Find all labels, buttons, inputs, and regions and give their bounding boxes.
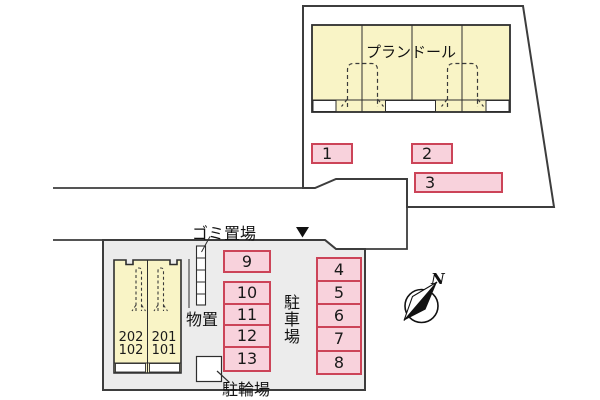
parking-spot-5: 5	[316, 280, 362, 305]
parking-spot-2: 2	[411, 143, 453, 164]
compass-north-icon	[403, 281, 439, 324]
stairs-dashed-outline	[131, 267, 168, 312]
unit-101: 101	[151, 343, 177, 358]
parking-spot-4: 4	[316, 257, 362, 282]
parking-area-label: 駐車場	[281, 294, 300, 345]
lower-building	[113, 259, 182, 374]
parking-spot-6: 6	[316, 303, 362, 328]
parking-spot-8: 8	[316, 350, 362, 375]
unit-102: 102	[118, 343, 144, 358]
parking-spot-12: 12	[223, 324, 271, 348]
parking-spot-3: 3	[414, 172, 503, 193]
bicycle-parking-label: 駐輪場	[222, 380, 271, 399]
bicycle-parking-box	[195, 355, 223, 383]
entry-porch	[312, 100, 337, 112]
unit-label-left: 202 102	[114, 331, 148, 357]
balcony	[115, 363, 146, 373]
parking-spot-7: 7	[316, 326, 362, 352]
entry-porch	[485, 100, 510, 112]
unit-label-right: 201 101	[147, 331, 181, 357]
parking-spot-10: 10	[223, 281, 271, 305]
balcony	[149, 363, 180, 373]
stairs-dashed-outline	[341, 62, 484, 107]
storage-label: 物置	[186, 310, 219, 329]
unit-201: 201	[151, 330, 177, 345]
garbage-area-label: ゴミ置場	[192, 224, 257, 243]
entrance-marker-triangle-icon	[296, 227, 309, 238]
parking-spot-1: 1	[311, 143, 353, 164]
parking-spot-13: 13	[223, 346, 271, 372]
upper-building	[311, 24, 511, 113]
unit-202: 202	[118, 330, 144, 345]
parking-spot-9: 9	[223, 250, 271, 273]
north-label: N	[431, 270, 445, 288]
storage-strip	[188, 245, 207, 308]
parking-spot-11: 11	[223, 303, 271, 326]
upper-building-name-label: プランドール	[365, 43, 456, 61]
bicycle-leader-line	[216, 370, 230, 383]
entry-porch	[385, 100, 436, 112]
garbage-leader-line	[201, 236, 211, 253]
